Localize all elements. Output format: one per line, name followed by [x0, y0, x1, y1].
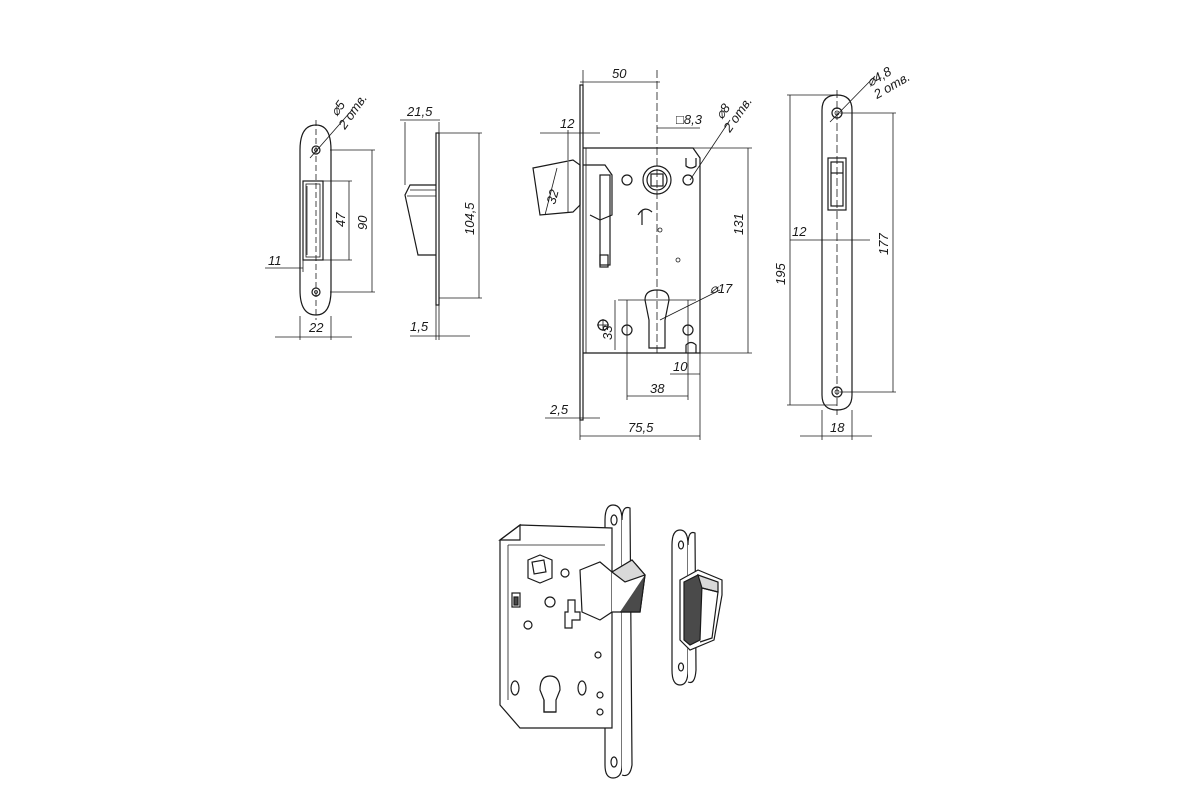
dim-strike-11: 11 [268, 253, 282, 268]
dim-cylinder-38: 38 [650, 381, 665, 396]
faceplate-outline [821, 94, 853, 411]
strike-plate-front-view: 90 47 11 22 ⌀5 2 отв. [265, 91, 375, 340]
latch-bolt [532, 159, 581, 216]
dim-strike-47: 47 [333, 212, 348, 227]
strike-screw-hole-top [311, 145, 321, 155]
lock-body-isometric [498, 504, 647, 779]
dim-latch-32: 32 [543, 187, 561, 206]
dim-case-131: 131 [731, 213, 746, 235]
dim-strike-22: 22 [308, 320, 324, 335]
dim-strike-104-5: 104,5 [462, 202, 477, 235]
lock-body-side-view: 50 12 □8,3 32 131 ⌀17 33 10 38 2,5 75,5 … [532, 66, 755, 440]
screw-hole-b [682, 174, 694, 186]
strike-plate-outline [299, 124, 332, 316]
strike-plate-isometric [671, 529, 723, 686]
dim-cylinder-33: 33 [600, 325, 615, 340]
iso-cylinder-hole [539, 675, 561, 713]
dim-strike-1-5: 1,5 [410, 319, 429, 334]
dim-backset-50: 50 [612, 66, 627, 81]
latch-rod [599, 174, 611, 266]
dim-square-8-3: 8,3 [684, 112, 703, 127]
dim-strike-21-5: 21,5 [406, 104, 433, 119]
dim-cylinder-10: 10 [673, 359, 688, 374]
strike-side-box [404, 184, 436, 256]
dim-total-75-5: 75,5 [628, 420, 654, 435]
screw-hole-a [621, 174, 633, 186]
dim-strike-90: 90 [355, 215, 370, 230]
strike-side-plate [435, 132, 440, 306]
lock-case-outline [583, 147, 701, 354]
cylinder-hole [644, 289, 670, 349]
dim-faceplate-12: 12 [792, 224, 807, 239]
dim-faceplate-18: 18 [830, 420, 845, 435]
svg-text:□8,3: □8,3 [676, 112, 703, 127]
strike-plate-side-view: 21,5 104,5 1,5 [400, 104, 482, 340]
dim-faceplate-2-5: 2,5 [549, 402, 569, 417]
strike-opening [302, 180, 324, 261]
dim-faceplate-195: 195 [773, 263, 788, 285]
faceplate-front-view: 195 177 12 18 ⌀4,8 2 отв. [773, 63, 913, 440]
svg-text:⌀17: ⌀17 [710, 281, 733, 296]
lock-faceplate-edge [579, 84, 584, 421]
dim-faceplate-177: 177 [876, 233, 891, 255]
dim-latch-12: 12 [560, 116, 575, 131]
dim-cylinder-17: 17 [718, 281, 733, 296]
